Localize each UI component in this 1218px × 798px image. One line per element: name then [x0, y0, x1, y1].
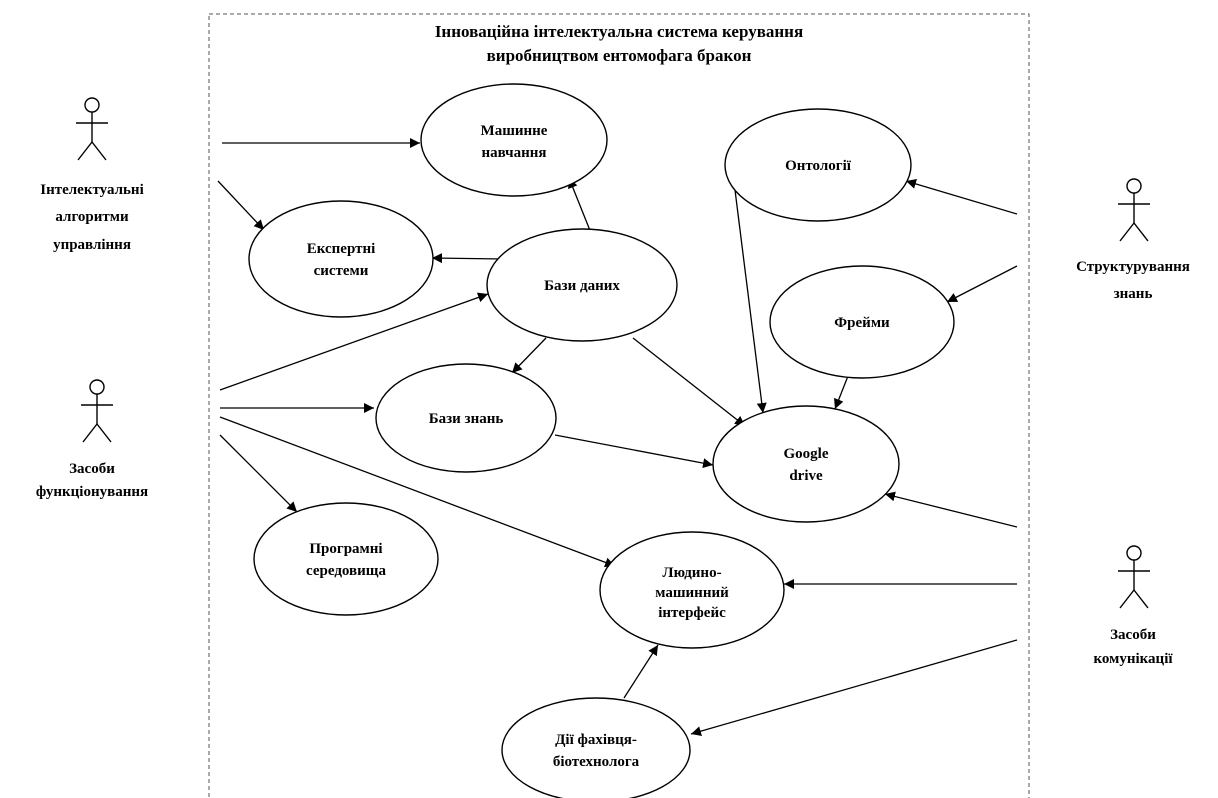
actor-label: знань: [1114, 286, 1153, 302]
use-case-knowledge-bases[interactable]: Бази знань: [375, 363, 557, 473]
actor-label: алгоритми: [55, 209, 129, 225]
actor-label: функціонування: [36, 484, 148, 500]
actor-label: Засоби: [1110, 627, 1156, 643]
use-case-label: Бази знань: [429, 411, 504, 427]
actor-communication-tools[interactable]: Засоби комунікації: [1093, 545, 1173, 667]
edge-kb-to-gdrive: [554, 434, 714, 469]
actor-functioning-tools[interactable]: Засоби функціонування: [36, 379, 148, 500]
use-case-google-drive[interactable]: Google drive: [712, 405, 900, 523]
use-case-label: Дії фахівця-: [555, 732, 637, 748]
use-case-label: біотехнолога: [553, 754, 640, 770]
use-case-frames[interactable]: Фрейми: [769, 265, 955, 379]
stick-figure-icon: [76, 97, 108, 161]
edge-db-to-ml: [568, 177, 592, 234]
stick-figure-icon: [1118, 178, 1150, 242]
use-case-software-environments[interactable]: Програмні середовища: [253, 502, 439, 616]
actor-intelligent-algorithms[interactable]: Інтелектуальні алгоритми управління: [40, 97, 144, 253]
edge-ontology-to-gdrive: [734, 189, 767, 414]
use-case-label: Машинне: [481, 123, 548, 139]
actor-label: Структурування: [1076, 259, 1190, 275]
actor-knowledge-structuring[interactable]: Структурування знань: [1076, 178, 1190, 302]
use-case-label: Програмні: [309, 541, 382, 557]
use-case-label: системи: [314, 263, 369, 279]
use-case-expert-systems[interactable]: Експертні системи: [248, 200, 434, 318]
associations: [217, 138, 1018, 737]
use-case-label: Онтології: [785, 158, 852, 174]
use-case-label: машинний: [655, 585, 729, 601]
use-case-label: Google: [784, 446, 829, 462]
edge-intelligent-to-expert: [217, 180, 265, 231]
actor-label: управління: [53, 237, 131, 253]
stick-figure-icon: [81, 379, 113, 443]
stick-figure-icon: [1118, 545, 1150, 609]
edge-db-to-kb: [511, 337, 547, 374]
edge-functioning-to-software: [219, 434, 298, 513]
use-case-specialist-actions[interactable]: Дії фахівця- біотехнолога: [501, 697, 691, 798]
use-case-databases[interactable]: Бази даних: [486, 228, 678, 342]
actor-label: комунікації: [1093, 651, 1173, 667]
use-case-machine-learning[interactable]: Машинне навчання: [420, 83, 608, 197]
system-boundary: [208, 13, 1030, 798]
edge-structuring-to-ontology: [905, 179, 1018, 215]
edge-db-to-gdrive: [632, 337, 746, 427]
edge-structuring-to-frames: [946, 265, 1018, 303]
actor-label: Інтелектуальні: [40, 182, 143, 198]
edge-frames-to-gdrive: [834, 375, 849, 410]
edge-functioning-to-db: [219, 292, 489, 391]
edge-specialist-to-hmi: [623, 644, 659, 699]
use-case-label: Людино-: [662, 565, 721, 581]
use-case-label: Експертні: [307, 241, 376, 257]
use-case-label: середовища: [306, 563, 386, 579]
actor-label: Засоби: [69, 461, 115, 477]
use-case-label: Бази даних: [544, 278, 620, 294]
diagram-title-line-1: Інноваційна інтелектуальна система керув…: [435, 22, 803, 41]
use-case-label: інтерфейс: [658, 605, 726, 621]
diagram-title-line-2: виробництвом ентомофага бракон: [487, 46, 752, 65]
use-case-label: навчання: [481, 145, 546, 161]
use-case-human-machine-interface[interactable]: Людино- машинний інтерфейс: [599, 531, 785, 649]
edge-db-to-expert: [431, 253, 504, 264]
edge-communication-to-specialist: [690, 639, 1018, 737]
edge-functioning-to-hmi: [219, 416, 616, 568]
use-case-label: drive: [789, 468, 823, 484]
use-case-ontologies[interactable]: Онтології: [724, 108, 912, 222]
use-case-label: Фрейми: [834, 315, 890, 331]
edge-communication-to-gdrive: [884, 491, 1018, 528]
